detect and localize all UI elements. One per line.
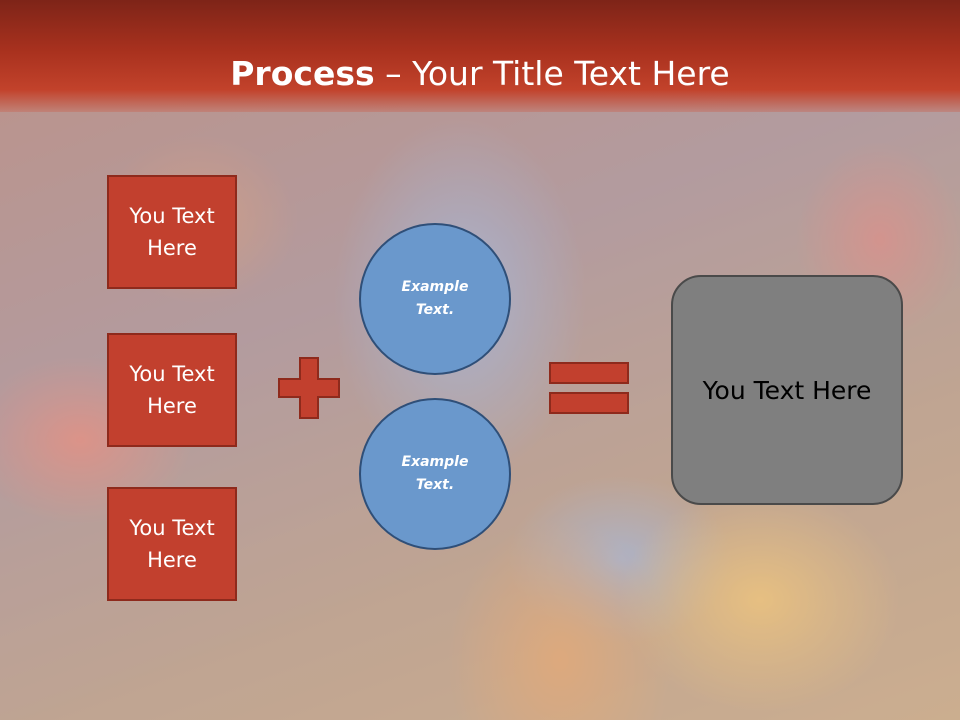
text-box-label: You Text Here — [129, 362, 215, 418]
slide-title: Process – Your Title Text Here — [0, 52, 960, 96]
text-box-3[interactable]: You Text Here — [107, 487, 237, 601]
circle-label: Example Text. — [401, 454, 469, 493]
text-box-label: You Text Here — [129, 204, 215, 260]
title-bar — [0, 0, 960, 112]
example-circle-1[interactable]: Example Text. — [359, 223, 511, 375]
text-box-2[interactable]: You Text Here — [107, 333, 237, 447]
text-box-label: You Text Here — [129, 516, 215, 572]
result-label: You Text Here — [702, 375, 872, 405]
result-box[interactable]: You Text Here — [671, 275, 903, 505]
equals-sign-icon — [549, 362, 629, 414]
title-bold-text: Process — [230, 54, 375, 93]
text-box-1[interactable]: You Text Here — [107, 175, 237, 289]
example-circle-2[interactable]: Example Text. — [359, 398, 511, 550]
title-rest-text: – Your Title Text Here — [374, 54, 730, 93]
plus-sign-icon — [278, 357, 340, 419]
circle-label: Example Text. — [401, 279, 469, 318]
